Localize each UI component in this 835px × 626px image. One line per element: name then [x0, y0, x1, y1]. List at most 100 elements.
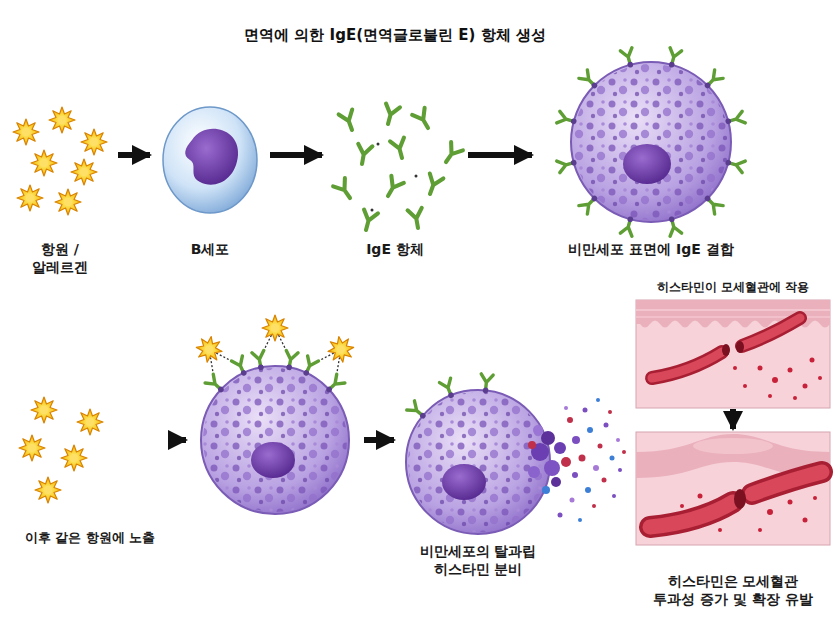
- stage-label: 비만세포 표면에 IgE 결합: [540, 240, 762, 258]
- capillary-panel: [772, 377, 778, 383]
- mast-cell-crosslinked: [252, 315, 298, 371]
- histamine-granules: [558, 513, 563, 518]
- histamine-granules: [612, 494, 616, 498]
- mast-cell-crosslinked: [283, 351, 298, 372]
- capillary-panel: [758, 366, 763, 371]
- capillary-panel: [768, 394, 772, 398]
- histamine-granules: [554, 442, 566, 454]
- histamine-granules: [533, 425, 543, 435]
- capillary-panel: [636, 300, 830, 408]
- swelling-panel: [698, 494, 703, 499]
- stage-node: [194, 334, 356, 516]
- antigen-cluster: [61, 445, 87, 471]
- mast-cell: [579, 192, 601, 214]
- ige-antibodies: [412, 108, 434, 132]
- swelling-panel: [680, 504, 684, 508]
- antigen-cluster: [31, 150, 57, 176]
- flow-arrow: [364, 437, 394, 443]
- stage-label: 히스타민은 모세혈관 투과성 증가 및 확장 유발: [648, 572, 818, 608]
- histamine-granules: [585, 487, 591, 493]
- capillary-panel: [743, 384, 747, 388]
- mast-cell-crosslinked: [232, 356, 251, 378]
- histamine-granules: [610, 456, 615, 461]
- flow-arrow: [118, 152, 150, 158]
- histamine-granules: [598, 444, 603, 449]
- mast-cell: [579, 70, 601, 92]
- antigen-cluster: [13, 107, 107, 215]
- histamine-granules: [622, 450, 626, 454]
- mast-cell: [571, 62, 731, 222]
- mast-cell-degranulating: [439, 378, 457, 400]
- ige-antibodies: [381, 104, 400, 126]
- swelling-panel: [758, 528, 762, 532]
- flow-arrow: [468, 152, 532, 158]
- mast-cell-crosslinked: [183, 315, 367, 514]
- histamine-granules: [592, 504, 596, 508]
- capillary-panel: [636, 309, 830, 311]
- antigen-cluster: [19, 397, 103, 503]
- antigen-cluster: [19, 435, 45, 461]
- histamine-granules: [561, 457, 571, 467]
- swelling-panel: [693, 438, 773, 454]
- capillary-panel: [742, 318, 800, 346]
- swelling-panel: [650, 502, 733, 527]
- mast-cell-crosslinked: [191, 331, 227, 367]
- mast-cell-crosslinked: [323, 331, 359, 367]
- mast-cell: [623, 144, 671, 184]
- capillary-panel: [736, 341, 744, 353]
- swelling-panel: [813, 496, 817, 500]
- capillary-panel: [652, 352, 722, 378]
- histamine-granules: [528, 441, 536, 449]
- mast-cell: [724, 111, 745, 127]
- mast-cell: [620, 215, 636, 236]
- histamine-granules: [544, 460, 560, 476]
- antigen-cluster: [55, 189, 81, 215]
- mast-cell-degranulating: [479, 374, 493, 394]
- ige-antibodies: [423, 173, 443, 196]
- ige-antibodies: [371, 209, 374, 212]
- mast-cell: [557, 111, 578, 127]
- histamine-granules: [587, 427, 593, 433]
- swelling-panel: [718, 528, 722, 532]
- stage-label: IgE 항체: [330, 240, 460, 258]
- histamine-granules: [570, 498, 575, 503]
- histamine-granules: [567, 417, 573, 423]
- ige-antibodies: [333, 178, 356, 202]
- mast-cell: [557, 156, 578, 172]
- histamine-granules: [572, 472, 578, 478]
- flow-arrow: [730, 409, 736, 429]
- stage-node: 비만세포의 탈과립 히스타민 분비: [402, 370, 630, 581]
- mast-cell-crosslinked: [201, 366, 349, 514]
- capillary-panel: [788, 368, 793, 373]
- swelling-panel: [788, 500, 793, 505]
- histamine-granules: [578, 518, 582, 522]
- swelling-panel: [650, 502, 733, 527]
- histamine-granules: [618, 468, 622, 472]
- ige-antibodies: [382, 176, 404, 200]
- ige-antibodies: [339, 109, 359, 132]
- antigen-cluster: [81, 129, 107, 155]
- swelling-panel: [636, 432, 830, 545]
- b-cell: [163, 107, 257, 213]
- ige-antibodies: [333, 104, 463, 232]
- ige-antibodies: [440, 142, 463, 166]
- histamine-granules: [596, 398, 600, 402]
- stage-node: 항원 / 알레르겐: [10, 110, 110, 279]
- capillary-panel: [803, 384, 808, 389]
- ige-antibodies: [415, 175, 418, 178]
- histamine-granules: [528, 466, 540, 478]
- mast-cell-degranulating: [408, 392, 548, 532]
- antigen-cluster: [31, 397, 57, 423]
- mast-cell: [701, 70, 723, 92]
- histamine-granules: [551, 477, 561, 487]
- mast-cell: [557, 48, 746, 237]
- b-cell: [163, 107, 257, 213]
- stage-label: 항원 / 알레르겐: [25, 240, 95, 276]
- swelling-panel: [803, 518, 808, 523]
- swelling-panel: [752, 472, 822, 494]
- histamine-granules: [542, 486, 550, 494]
- histamine-granules: [541, 431, 555, 445]
- swelling-panel: [636, 432, 830, 545]
- capillary-panel: [818, 376, 822, 380]
